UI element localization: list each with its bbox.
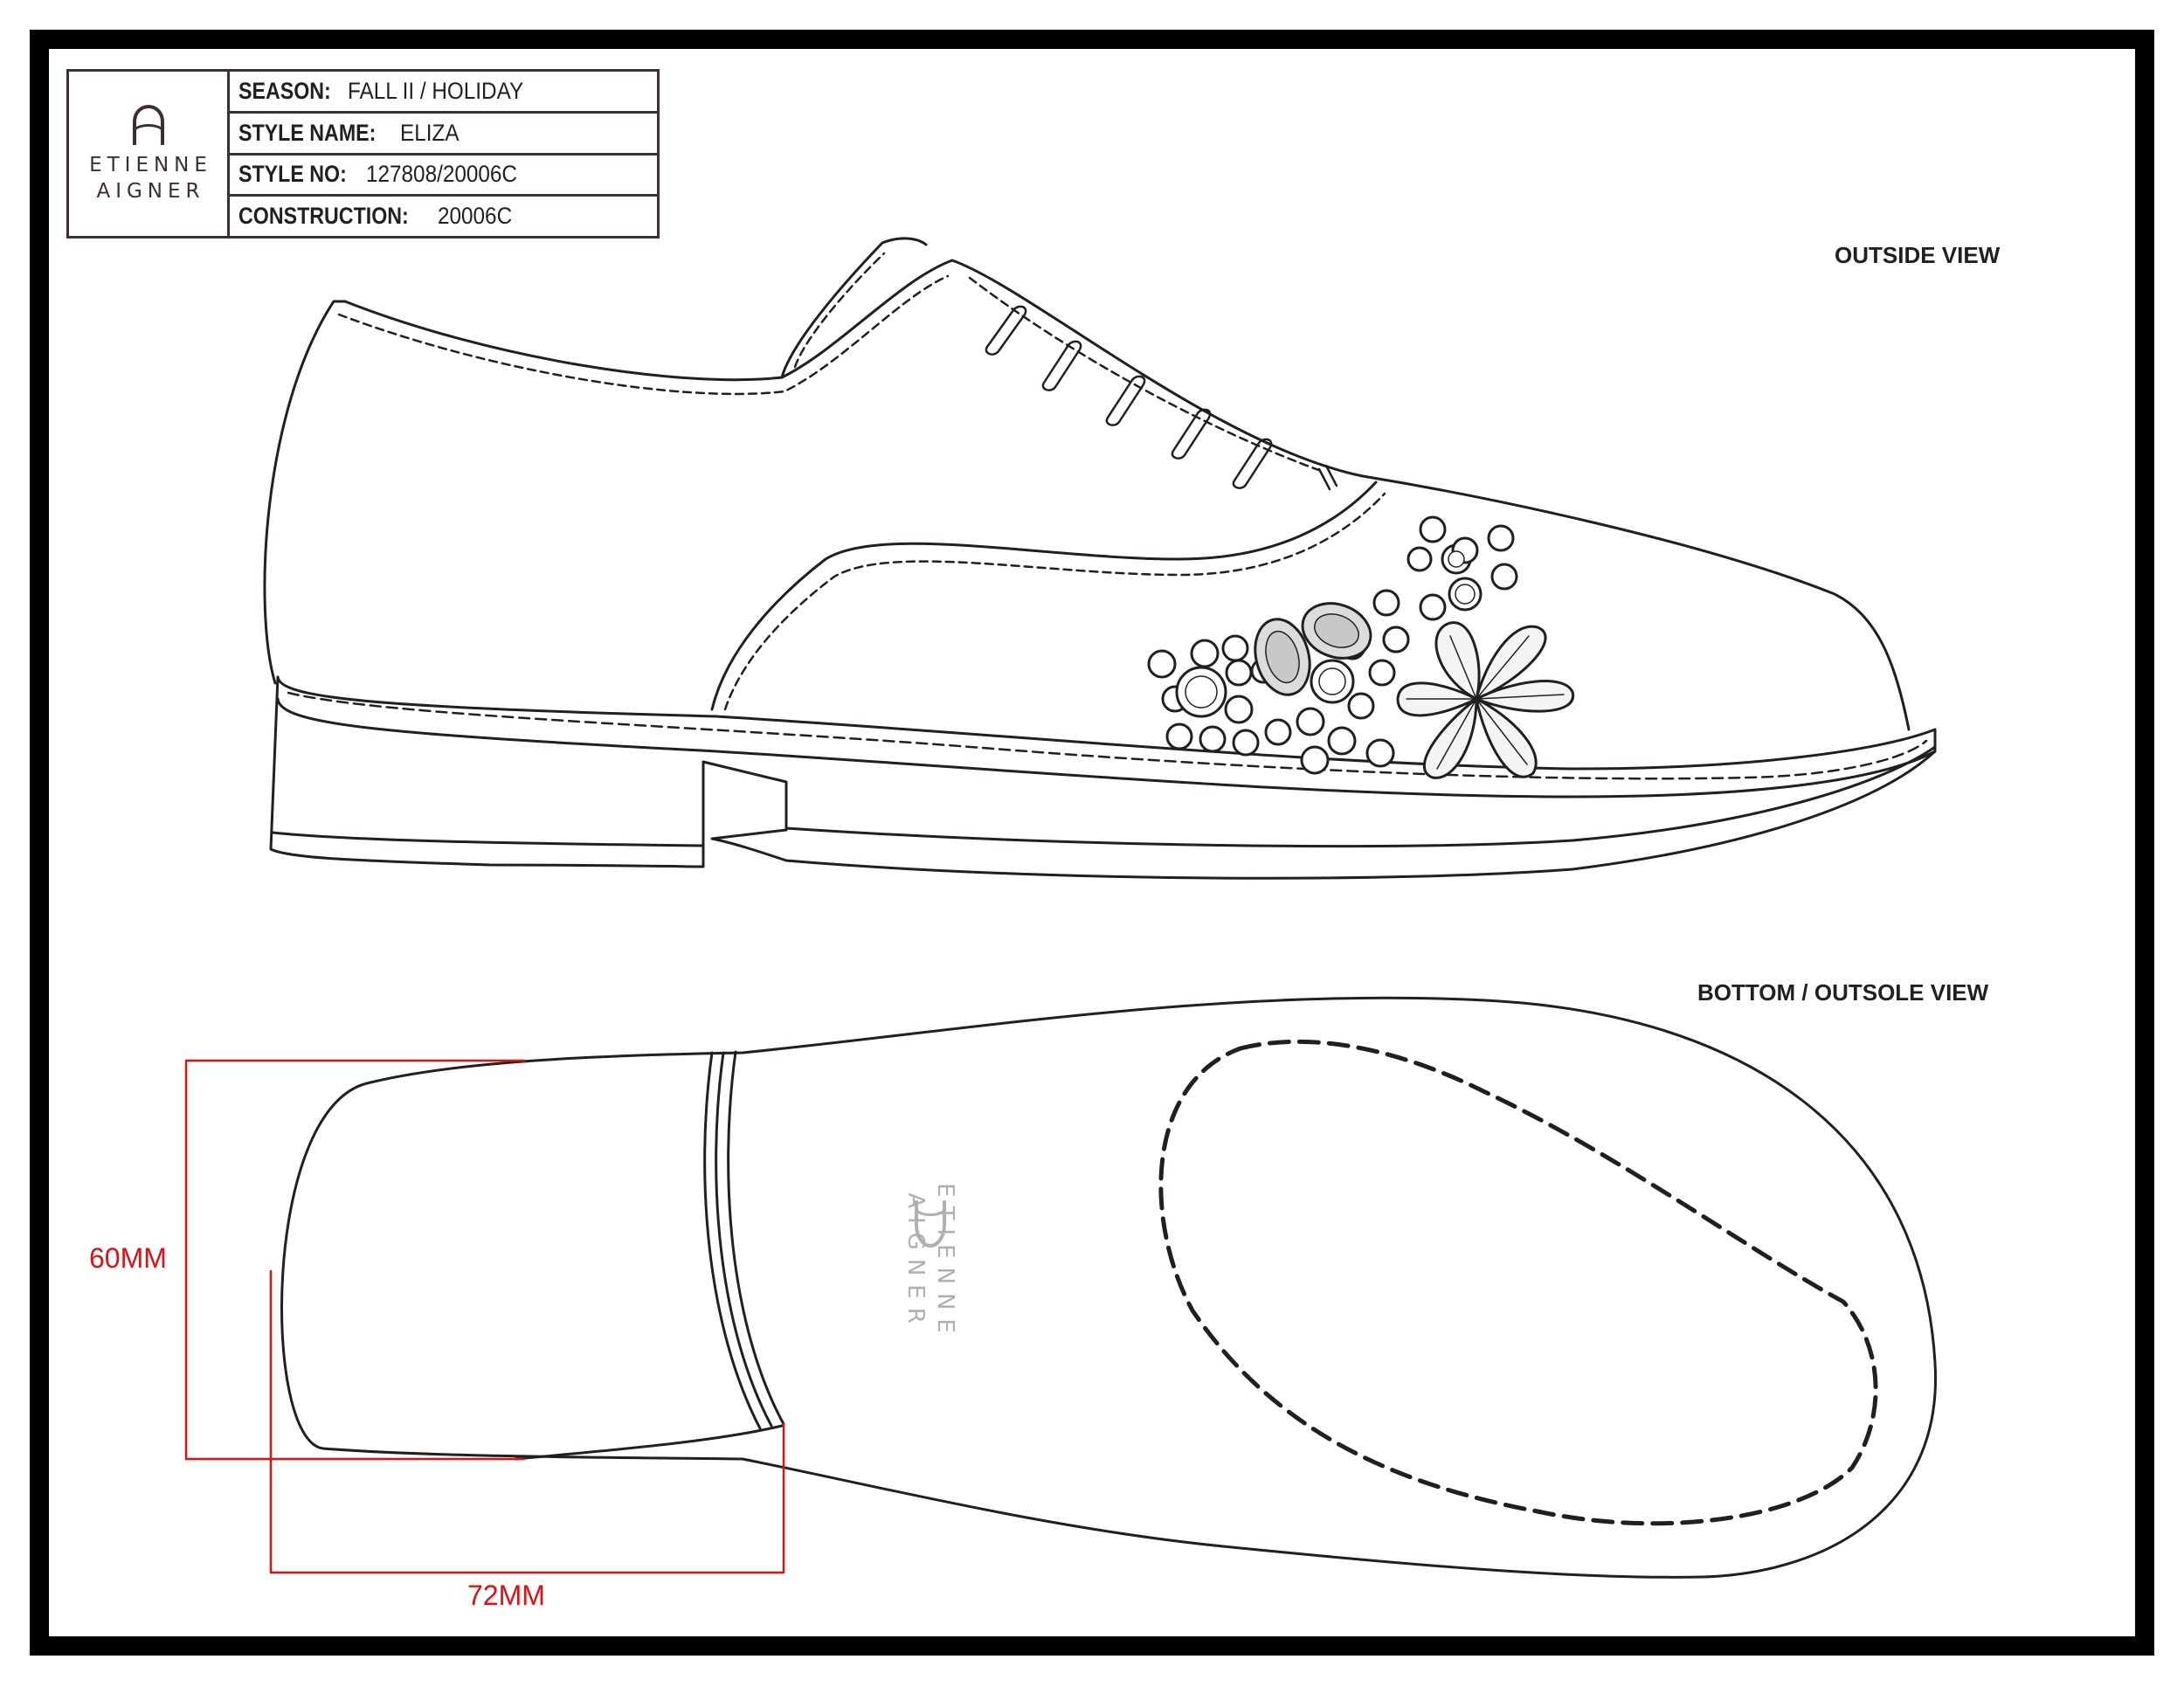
horseshoe-a-icon <box>915 1200 946 1248</box>
dim-60mm-box <box>184 1059 526 1461</box>
spec-label: STYLE NO: <box>238 161 347 188</box>
spec-value: FALL II / HOLIDAY <box>348 77 524 104</box>
dim-label-height: 60MM <box>89 1242 167 1274</box>
brand-line1: ETIENNE <box>89 154 212 176</box>
spec-row-style-no: STYLE NO: 127808/20006C <box>230 156 657 197</box>
waist-line-1 <box>703 1051 762 1430</box>
spec-row-style-name: STYLE NAME: ELIZA <box>230 114 657 156</box>
spec-label: STYLE NAME: <box>238 119 377 146</box>
spec-label: CONSTRUCTION: <box>238 203 409 230</box>
spec-row-season: SEASON: FALL II / HOLIDAY <box>230 72 657 114</box>
brand-logo: ETIENNE AIGNER <box>69 72 230 236</box>
sole-logo: ETIENNE AIGNER <box>856 1153 1005 1372</box>
forepart-stitch <box>1158 1039 1878 1526</box>
spec-label: SEASON: <box>238 77 331 104</box>
vamp-seam <box>710 481 1378 711</box>
shoe-side-view <box>263 237 1937 880</box>
topline-stitch <box>337 274 950 396</box>
brand-line2: AIGNER <box>96 180 205 203</box>
laces <box>985 305 1338 491</box>
sole-edge-line <box>784 745 1937 848</box>
dim-72mm-box <box>269 1269 785 1574</box>
spec-value: 20006C <box>438 203 513 230</box>
heel-seat <box>514 1424 784 1461</box>
spec-table: ETIENNE AIGNER SEASON: FALL II / HOLIDAY… <box>66 69 660 239</box>
spec-value: 127808/20006C <box>366 161 517 188</box>
horseshoe-a-icon <box>132 104 164 145</box>
dimension-lines <box>184 1059 785 1574</box>
waist-line-3 <box>727 1050 785 1426</box>
spec-row-construction: CONSTRUCTION: 20006C <box>230 197 657 236</box>
outside-view-label: OUTSIDE VIEW <box>1835 242 2001 268</box>
spec-rows: SEASON: FALL II / HOLIDAY STYLE NAME: EL… <box>230 72 657 236</box>
dim-label-width: 72MM <box>467 1580 545 1611</box>
gem-flower <box>1396 621 1575 779</box>
upper-outline <box>263 259 1911 731</box>
outsole-outline <box>280 996 1938 1579</box>
spec-value: ELIZA <box>400 119 460 146</box>
page-frame <box>30 30 2154 1656</box>
tongue-stitch <box>793 252 886 369</box>
heel-block <box>269 675 788 868</box>
bottom-view-label: BOTTOM / OUTSOLE VIEW <box>1697 979 1989 1006</box>
tongue <box>780 237 928 379</box>
gem-cluster <box>1147 515 1575 779</box>
waist-line-2 <box>715 1051 773 1428</box>
outsole-view <box>280 996 1938 1579</box>
welt-stitch <box>287 691 1928 780</box>
heel-top-line <box>271 831 705 847</box>
vamp-stitch <box>723 492 1386 711</box>
sole-bottom <box>710 750 1937 880</box>
